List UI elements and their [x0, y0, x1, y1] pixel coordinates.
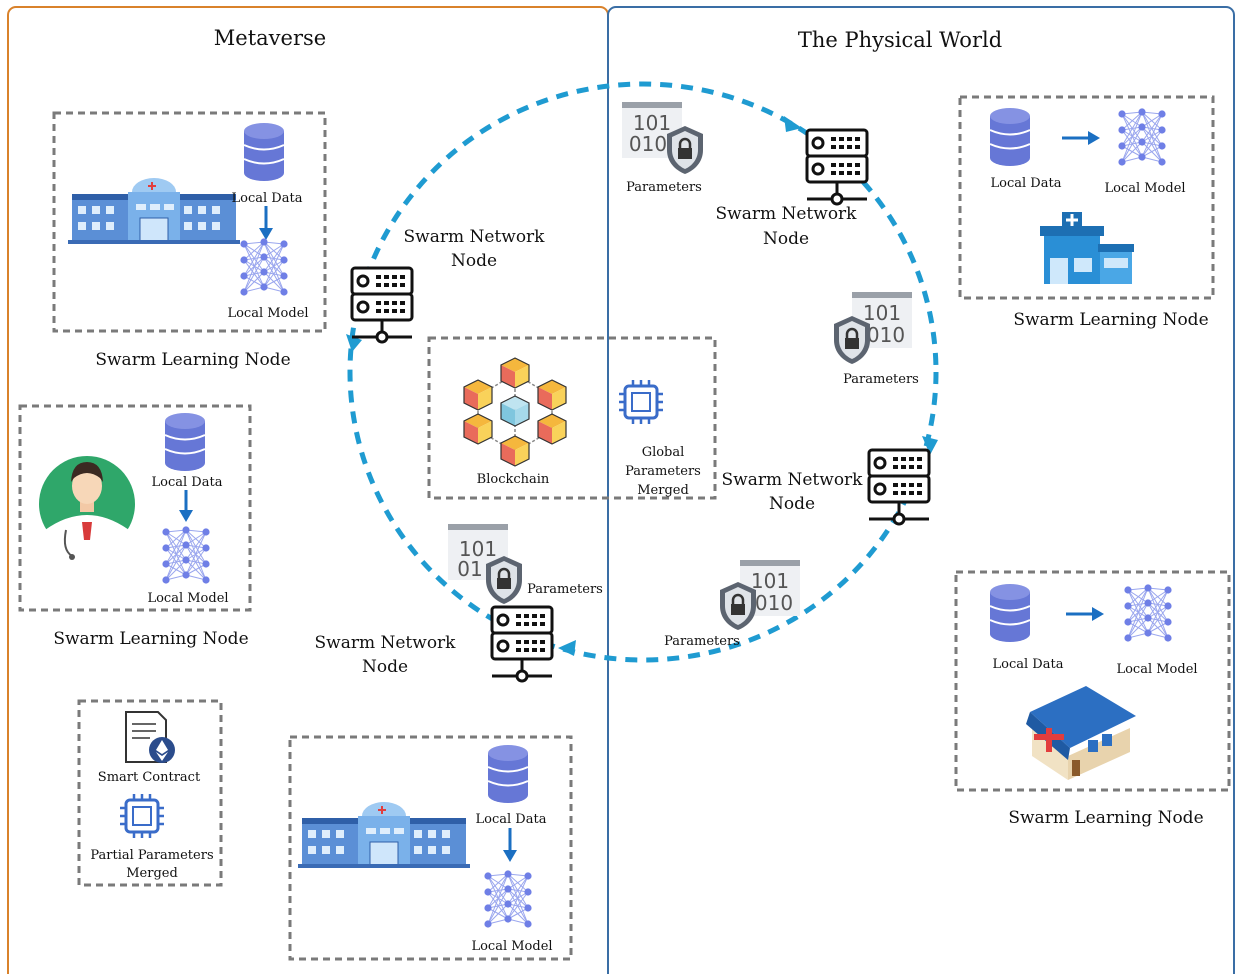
swarm-network-node-label-2: Node [769, 494, 815, 514]
chip-icon [118, 792, 166, 840]
partial-parameters-label: Partial Parameters [90, 848, 213, 863]
blockchain-label: Blockchain [477, 472, 550, 487]
database-icon [487, 744, 529, 804]
neural-network-icon [239, 237, 289, 297]
arrow-icon [259, 206, 273, 240]
smart-contract-label: Smart Contract [98, 770, 201, 785]
binary-top: 101 [633, 111, 671, 135]
binary-bottom: 010 [755, 591, 793, 615]
server-icon [805, 128, 869, 206]
neural-network-icon [1117, 107, 1167, 167]
binary-top: 101 [459, 537, 497, 561]
shield-lock-icon [484, 554, 524, 606]
arrow-icon [503, 828, 517, 862]
binary-top: 101 [863, 301, 901, 325]
swarm-learning-node-label: Swarm Learning Node [53, 629, 248, 649]
metaverse-title: Metaverse [214, 26, 326, 50]
server-icon [867, 448, 931, 526]
clinic-icon [1040, 212, 1134, 284]
ring-arrowheads [346, 116, 938, 656]
database-icon [243, 122, 285, 182]
parameters-label: Parameters [664, 634, 740, 649]
physical-world-title: The Physical World [798, 28, 1002, 52]
binary-bottom: 01 [457, 557, 482, 581]
neural-network-icon [161, 525, 211, 585]
global-parameters-label-3: Merged [637, 483, 689, 498]
neural-network-icon [1123, 583, 1173, 643]
swarm-network-node-label-2: Node [763, 229, 809, 249]
global-parameters-label-2: Parameters [625, 464, 701, 479]
local-model-label: Local Model [227, 306, 308, 321]
partial-parameters-merged-label: Merged [126, 866, 178, 881]
database-icon [989, 107, 1031, 167]
swarm-network-node-label-2: Node [362, 657, 408, 677]
arrow-icon [179, 490, 193, 522]
local-model-label: Local Model [1104, 181, 1185, 196]
shield-lock-icon [832, 314, 872, 366]
local-model-label: Local Model [1116, 662, 1197, 677]
server-icon [350, 266, 414, 344]
database-icon [989, 583, 1031, 643]
binary-bottom: 010 [867, 323, 905, 347]
smart-contract-box [77, 699, 223, 887]
swarm-network-ring [347, 81, 939, 663]
doctor-avatar-icon [39, 456, 135, 560]
shield-lock-icon [665, 124, 705, 176]
blockchain-cubes-icon [463, 357, 567, 467]
local-data-label: Local Data [993, 657, 1064, 672]
swarm-learning-node-label: Swarm Learning Node [1008, 808, 1203, 828]
local-data-label: Local Data [476, 812, 547, 827]
local-data-label: Local Data [991, 176, 1062, 191]
blockchain-box [427, 336, 717, 500]
arrow-icon [1062, 131, 1100, 145]
shield-lock-icon [718, 580, 758, 632]
local-model-label: Local Model [147, 591, 228, 606]
parameters-label: Parameters [843, 372, 919, 387]
swarm-network-node-label-2: Node [451, 251, 497, 271]
learning-node-box-hospital [52, 111, 327, 333]
arrow-icon [1066, 607, 1104, 621]
smart-contract-icon [125, 711, 175, 763]
neural-network-icon [483, 869, 533, 929]
parameters-label: Parameters [527, 582, 603, 597]
house-clinic-icon [1026, 686, 1136, 780]
swarm-network-node-label: Swarm Network [716, 204, 858, 224]
global-parameters-label-1: Global [642, 445, 685, 460]
local-data-label: Local Data [152, 475, 223, 490]
learning-node-box-house [954, 570, 1231, 792]
learning-node-box-doctor [18, 404, 252, 612]
database-icon [164, 412, 206, 472]
swarm-network-node-label: Swarm Network [722, 470, 864, 490]
parameters-label: Parameters [626, 180, 702, 195]
swarm-learning-node-label: Swarm Learning Node [95, 350, 290, 370]
swarm-learning-node-label: Swarm Learning Node [1013, 310, 1208, 330]
hospital-icon [297, 801, 471, 869]
binary-top: 101 [751, 569, 789, 593]
swarm-network-node-label: Swarm Network [315, 633, 457, 653]
learning-node-box-clinic [958, 95, 1215, 300]
local-data-label: Local Data [232, 191, 303, 206]
hospital-icon [67, 177, 241, 245]
swarm-network-node-label: Swarm Network [404, 227, 546, 247]
local-model-label: Local Model [471, 939, 552, 954]
server-icon [490, 605, 554, 683]
chip-icon [617, 378, 665, 426]
learning-node-box-hospital-bottom [288, 735, 573, 961]
binary-bottom: 010 [629, 132, 667, 156]
